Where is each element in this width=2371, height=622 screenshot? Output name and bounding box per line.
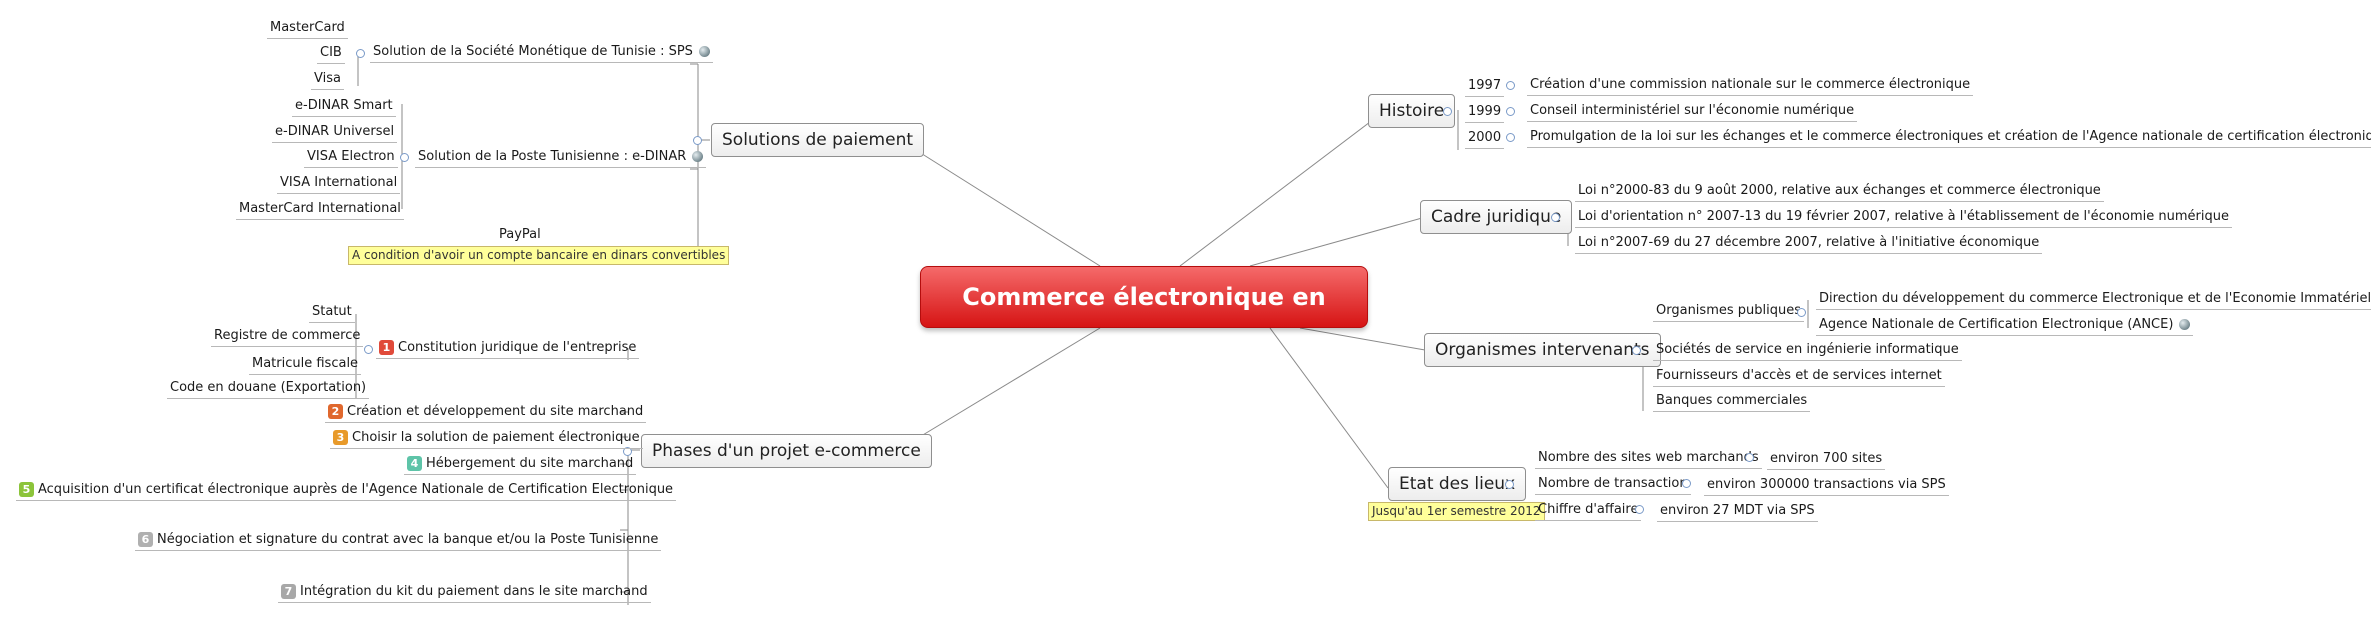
collapse-toggle[interactable] [693,136,702,145]
organisme-public-item: Direction du développement du commerce E… [1816,291,2371,310]
collapse-toggle[interactable] [1745,453,1754,462]
histoire-year: 2000 [1465,130,1505,149]
priority-3-icon: 3 [333,430,348,445]
branch-histoire[interactable]: Histoire [1368,94,1456,128]
collapse-toggle[interactable] [1635,505,1644,514]
priority-6-icon: 6 [138,532,153,547]
poste-item: VISA International [277,175,401,194]
branch-solutions-paiement[interactable]: Solutions de paiement [711,123,925,157]
globe-icon [692,151,704,162]
cadre-law: Loi n°2007-69 du 27 décembre 2007, relat… [1575,235,2043,254]
etat-label: Chiffre d'affaire [1535,502,1642,521]
branch-cadre-juridique[interactable]: Cadre juridique [1420,200,1573,234]
priority-2-icon: 2 [328,404,343,419]
collapse-toggle[interactable] [1682,479,1691,488]
etat-label: Nombre des sites web marchands [1535,450,1762,469]
globe-icon [2179,319,2191,330]
organisme-public-item: Agence Nationale de Certification Electr… [1816,317,2194,336]
collapse-toggle[interactable] [1632,346,1641,355]
etat-label: Nombre de transaction [1535,476,1691,495]
histoire-event: Promulgation de la loi sur les échanges … [1527,129,2371,148]
poste-item: e-DINAR Smart [292,98,396,117]
globe-icon [698,46,710,57]
histoire-year: 1999 [1465,104,1505,123]
collapse-toggle[interactable] [1506,81,1515,90]
constitution-item: Code en douane (Exportation) [167,380,370,399]
sps-item: CIB [317,45,345,64]
organisme-item: Fournisseurs d'accès et de services inte… [1653,368,1945,387]
collapse-toggle[interactable] [1506,133,1515,142]
poste-solution: Solution de la Poste Tunisienne : e-DINA… [415,149,707,168]
priority-4-icon: 4 [407,456,422,471]
organisme-item: Banques commerciales [1653,393,1811,412]
paypal: PayPal [499,227,541,242]
collapse-toggle[interactable] [356,49,365,58]
etat-value: environ 300000 transactions via SPS [1704,477,1949,496]
sps-solution: Solution de la Société Monétique de Tuni… [370,44,713,63]
collapse-toggle[interactable] [1506,107,1515,116]
branch-etat-des-lieux[interactable]: Etat des lieux [1388,467,1527,501]
constitution-item: Statut [309,304,355,323]
branch-organismes[interactable]: Organismes intervenants [1424,333,1661,367]
collapse-toggle[interactable] [623,447,632,456]
branch-phases-projet[interactable]: Phases d'un projet e-commerce [641,434,932,468]
etat-value: environ 27 MDT via SPS [1657,503,1818,522]
etat-value: environ 700 sites [1767,451,1886,470]
central-topic[interactable]: Commerce électronique en Tunisie [920,266,1368,371]
poste-item: VISA Electron [304,149,398,168]
cadre-law: Loi n°2000-83 du 9 août 2000, relative a… [1575,183,2104,202]
collapse-toggle[interactable] [364,345,373,354]
etat-note: Jusqu'au 1er semestre 2012 [1368,502,1545,521]
sps-item: Visa [311,71,344,90]
collapse-toggle[interactable] [1505,480,1514,489]
poste-item: e-DINAR Universel [272,124,398,143]
organisme-item: Sociétés de service en ingénierie inform… [1653,342,1962,361]
sps-item: MasterCard [267,20,348,39]
collapse-toggle[interactable] [1797,308,1806,317]
constitution-item: Registre de commerce [211,328,364,347]
priority-5-icon: 5 [19,482,34,497]
organismes-publiques: Organismes publiques [1653,303,1804,322]
priority-1-icon: 1 [379,340,394,355]
poste-item: MasterCard International [236,201,404,220]
collapse-toggle[interactable] [1443,107,1452,116]
collapse-toggle[interactable] [400,153,409,162]
collapse-toggle[interactable] [1551,213,1560,222]
constitution-item: Matricule fiscale [249,356,362,375]
cadre-law: Loi d'orientation n° 2007-13 du 19 févri… [1575,209,2232,228]
histoire-year: 1997 [1465,78,1505,97]
histoire-event: Conseil interministériel sur l'économie … [1527,103,1858,122]
histoire-event: Création d'une commission nationale sur … [1527,77,1974,96]
priority-7-icon: 7 [281,584,296,599]
paypal-note: A condition d'avoir un compte bancaire e… [348,246,730,265]
